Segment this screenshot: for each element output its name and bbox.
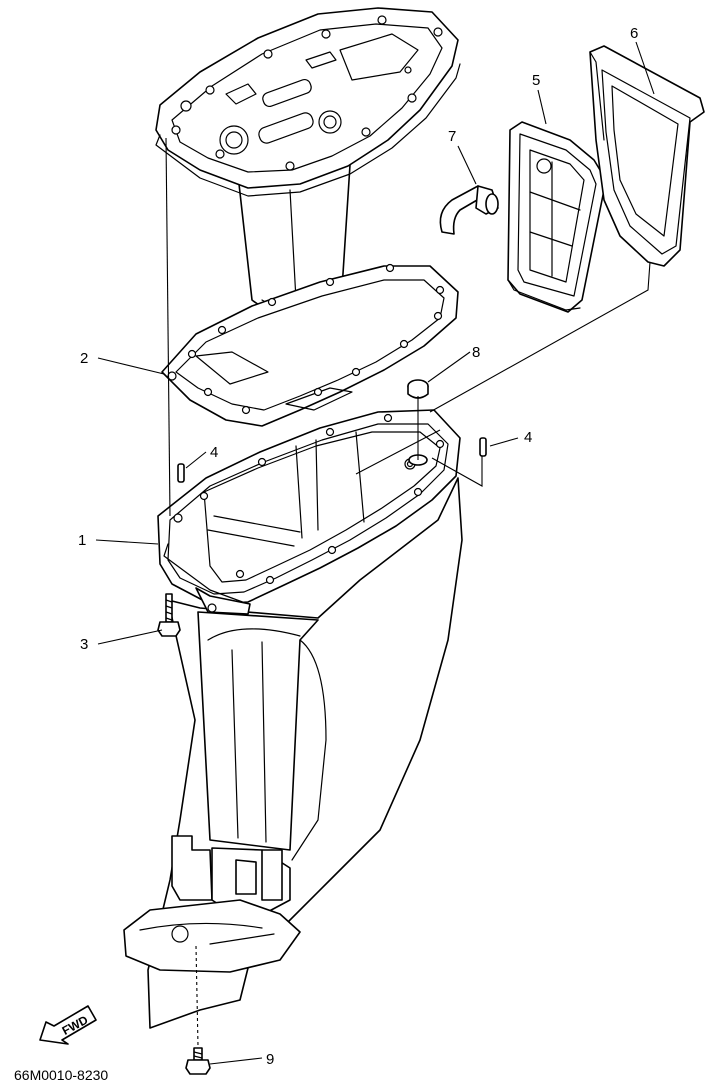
cover-part-6 — [589, 45, 705, 267]
gasket-part-2 — [161, 263, 459, 427]
hose-part-7 — [439, 185, 499, 235]
dowel-pin-right — [479, 437, 487, 457]
callout-label-6: 6 — [630, 25, 638, 42]
callout-label-9: 9 — [266, 1051, 274, 1068]
alignment-lines — [165, 137, 651, 1047]
callout-leaders — [95, 41, 655, 1065]
water-screen-part-5 — [507, 121, 607, 313]
callout-label-8: 8 — [472, 344, 480, 361]
bolt-part-9 — [185, 1047, 211, 1075]
grommet-part-8 — [407, 379, 429, 399]
upper-exhaust-plate — [155, 7, 461, 324]
callout-label-2: 2 — [80, 350, 88, 367]
callout-label-7: 7 — [448, 128, 456, 145]
callout-label-4-left: 4 — [210, 444, 218, 461]
callout-label-4-right: 4 — [524, 429, 532, 446]
callout-label-5: 5 — [532, 72, 540, 89]
drawing-code: 66M0010-8230 — [14, 1067, 108, 1083]
callout-labels: 1 2 3 4 4 5 6 7 8 9 — [78, 25, 638, 1068]
fwd-arrow-icon: FWD — [39, 1005, 97, 1045]
upper-casing-part-1 — [123, 409, 463, 1029]
bolt-part-3 — [157, 593, 181, 637]
dowel-pin-left — [177, 463, 185, 483]
callout-label-1: 1 — [78, 532, 86, 549]
callout-label-3: 3 — [80, 636, 88, 653]
